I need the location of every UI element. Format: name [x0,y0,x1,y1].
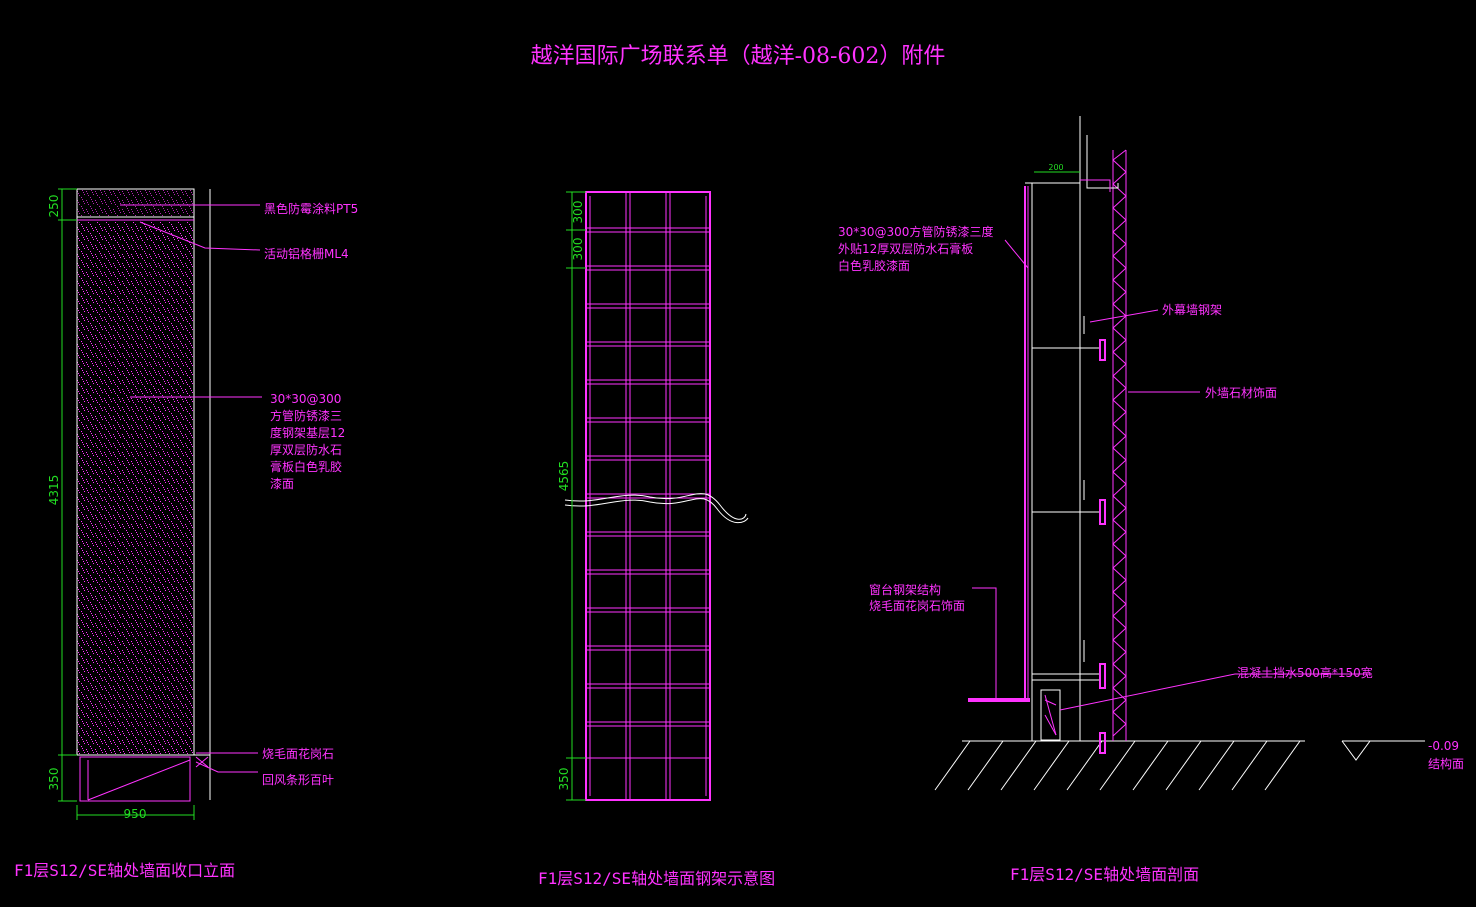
louver-box [79,756,191,802]
note-sill-line: 烧毛面花岗石饰面 [869,598,965,613]
note-frame-line: 白色乳胶漆面 [838,258,910,273]
caption-section: F1层S12/SE轴处墙面剖面 [1010,865,1199,884]
note-louver: 回风条形百叶 [262,773,334,787]
caption-frame: F1层S12/SE轴处墙面钢架示意图 [538,869,775,888]
frame-view: 300 300 4565 350 F1层S12/SE轴处墙面钢架示意图 [538,191,775,888]
frame-grid [586,192,710,800]
note-stone: 外墙石材饰面 [1205,386,1277,400]
note-frame-line: 30*30@300方管防锈漆三度 [838,224,993,239]
note-concrete: 混凝土挡水500高*150宽 [1237,665,1373,680]
note-granite: 烧毛面花岗石 [262,746,334,761]
note-frame-line: 方管防锈漆三 [270,408,342,423]
concrete-curb [1040,689,1061,741]
coating-band [77,189,194,217]
dim-top: 250 [47,195,61,218]
note-frame-line: 漆面 [270,477,294,491]
dim-width: 950 [124,807,147,821]
section-view: 200 30*30@300方管防锈漆三度 外贴12厚双层防水石膏板 白色乳胶漆面… [838,116,1464,884]
break-line [564,493,747,520]
elevation-outline [76,188,195,756]
caption-elevation: F1层S12/SE轴处墙面收口立面 [14,861,235,880]
stone-cladding [1112,149,1127,737]
note-frame-line: 厚双层防水石 [270,442,342,457]
dim-height: 4565 [557,461,571,492]
level-symbol [1341,740,1371,761]
dim-bottom: 350 [47,768,61,791]
dim-top: 300 [571,201,585,224]
level-label: 结构面 [1428,756,1464,771]
window-sill [968,698,1030,702]
ground-hatch [934,740,1301,791]
note-sill-line: 窗台钢架结构 [869,582,941,597]
level-value: -0.09 [1428,739,1459,753]
note-frame-line: 度钢架基层12 [270,425,345,440]
note-frame-line: 外贴12厚双层防水石膏板 [838,241,973,256]
wall-texture [77,222,194,755]
note-curtain: 外幕墙钢架 [1162,303,1222,317]
dim-bottom: 350 [557,768,571,791]
note-coating: 黑色防霉涂料PT5 [264,201,358,216]
note-frame-line: 膏板白色乳胶 [270,459,342,474]
dim-second: 300 [571,238,585,261]
note-frame-line: 30*30@300 [270,392,341,406]
note-grille: 活动铝格栅ML4 [264,246,349,261]
frame-outline [585,191,711,801]
dim-height: 4315 [47,475,61,506]
elevation-view: 250 4315 350 950 黑色防霉涂料PT5 活动铝格栅ML4 30*3… [14,188,358,880]
bracket-plates [1099,339,1106,754]
sheet-title: 越洋国际广场联系单（越洋-08-602）附件 [531,44,946,69]
dim-offset: 200 [1048,163,1063,172]
